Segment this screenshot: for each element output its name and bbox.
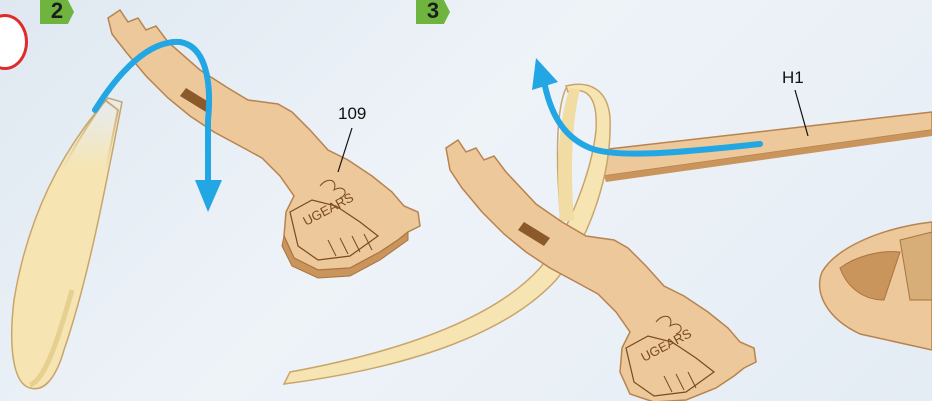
- assembled-hull-partial: [820, 222, 932, 350]
- wooden-stick-h1: [598, 112, 932, 182]
- rubber-band-loop: [12, 98, 122, 389]
- part-label-109: 109: [338, 104, 366, 124]
- part-label-h1: H1: [782, 68, 804, 88]
